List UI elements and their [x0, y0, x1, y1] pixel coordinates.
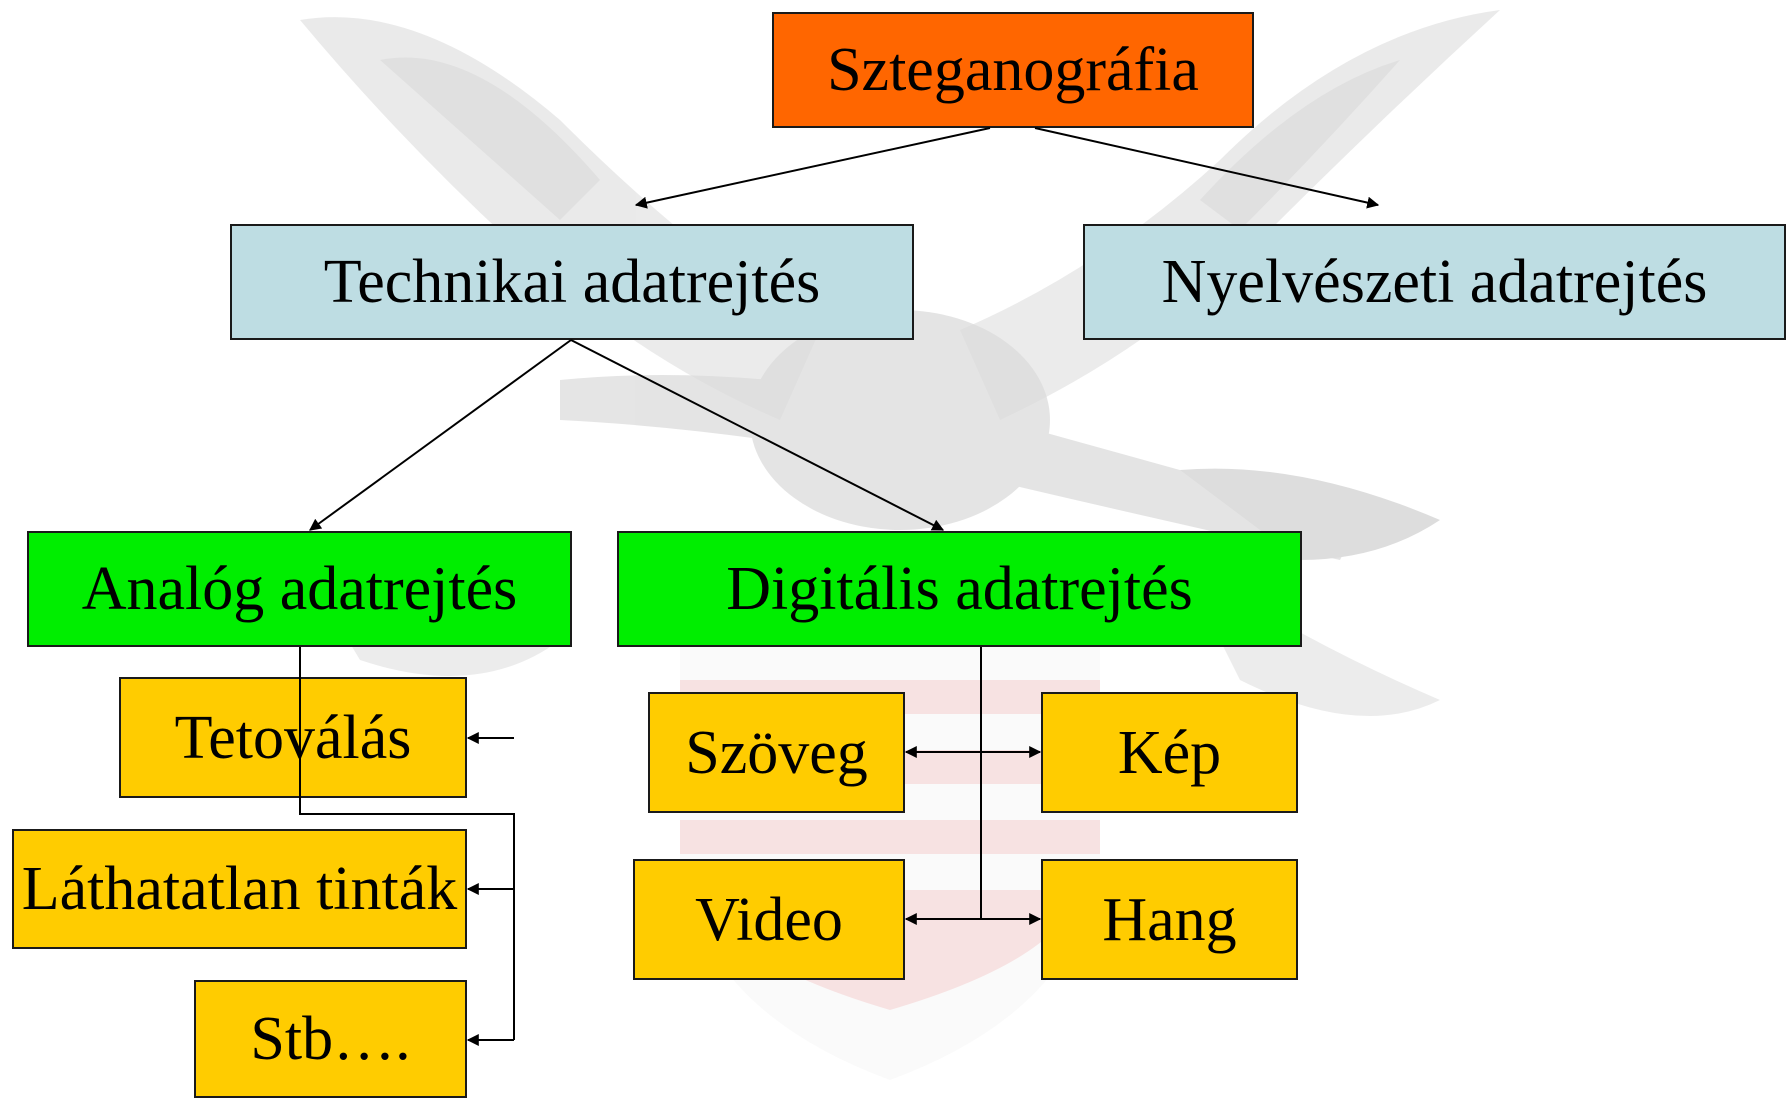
node-label: Stb….: [250, 1005, 411, 1073]
node-label: Szteganográfia: [827, 36, 1199, 104]
node-nyelveszeti-adatrejtes: Nyelvészeti adatrejtés: [1083, 224, 1786, 340]
node-tetovalas: Tetoválás: [119, 677, 467, 798]
node-technikai-adatrejtes: Technikai adatrejtés: [230, 224, 914, 340]
node-label: Nyelvészeti adatrejtés: [1161, 248, 1708, 316]
eagle-wing-left: [300, 17, 820, 421]
node-digitalis-adatrejtes: Digitális adatrejtés: [617, 531, 1302, 647]
node-label: Video: [695, 885, 843, 954]
node-szoveg: Szöveg: [648, 692, 905, 813]
node-hang: Hang: [1041, 859, 1298, 980]
node-label: Tetoválás: [174, 703, 412, 772]
node-label: Technikai adatrejtés: [323, 248, 821, 316]
node-label: Hang: [1102, 885, 1237, 954]
node-label: Láthatatlan tinták: [21, 855, 458, 923]
node-stb: Stb….: [194, 980, 467, 1098]
node-video: Video: [633, 859, 905, 980]
node-label: Szöveg: [685, 718, 868, 787]
node-label: Analóg adatrejtés: [81, 555, 518, 623]
node-label: Kép: [1117, 718, 1222, 787]
node-kep: Kép: [1041, 692, 1298, 813]
node-label: Digitális adatrejtés: [726, 555, 1193, 623]
node-szteganografia: Szteganográfia: [772, 12, 1254, 128]
node-analog-adatrejtes: Analóg adatrejtés: [27, 531, 572, 647]
node-lathatatlan-tintak: Láthatatlan tinták: [12, 829, 467, 949]
